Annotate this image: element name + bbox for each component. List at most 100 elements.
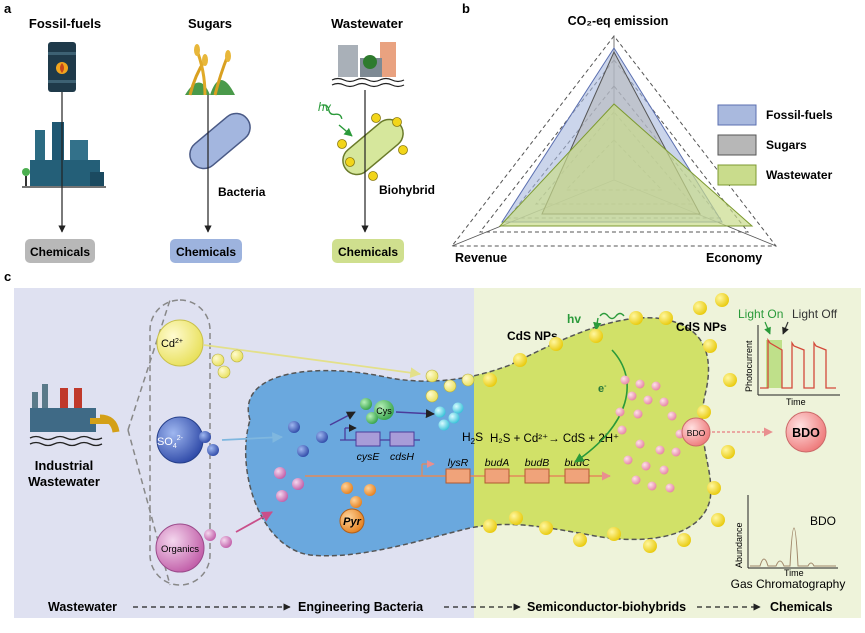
cys-particle-1 — [360, 398, 372, 410]
bdo-inner-bubble — [681, 417, 711, 447]
hv-label: hv — [567, 312, 581, 326]
h2s-label: H2S — [462, 430, 483, 446]
pyr-bubble — [339, 508, 365, 534]
cd-ion-bubble — [156, 319, 204, 367]
gc-peak-label: BDO — [810, 514, 836, 528]
cd-ion-label: Cd2+ — [161, 338, 183, 350]
light-off-label: Light Off — [792, 307, 838, 321]
photocurrent-xlabel: Time — [786, 397, 806, 407]
bdo-product-label: BDO — [792, 426, 820, 440]
organics-particles — [204, 467, 304, 548]
pyr-particle-3 — [350, 496, 362, 508]
flow-step-wastewater: Wastewater — [48, 600, 117, 614]
reaction-text: H₂S + Cd²⁺→ CdS + 2H⁺ — [490, 433, 619, 445]
gc-xlabel: Time — [784, 568, 804, 578]
refinery-icon — [22, 122, 106, 188]
organics-bubble — [155, 523, 205, 573]
sulfate-ion-label: SO42- — [157, 435, 184, 450]
legend-swatch-fossil — [717, 104, 757, 126]
cys-to-h2s-arrow — [395, 409, 435, 419]
gene-cdsH — [389, 431, 415, 447]
cys-particle-2 — [366, 412, 378, 424]
sulfate-particles — [199, 421, 328, 457]
series-wastewater — [498, 103, 754, 227]
h2s-particles — [434, 402, 464, 431]
axis-label-economy: Economy — [706, 251, 762, 265]
electron-arrow — [574, 349, 628, 463]
chemicals-label-fossil: Chemicals — [30, 245, 90, 259]
source-label-fossil: Fossil-fuels — [29, 16, 101, 31]
source-label-sugars: Sugars — [188, 16, 232, 31]
legend-label-fossil: Fossil-fuels — [766, 108, 833, 122]
panel-c: c Industrial Wastewater Cd2+ SO42- Organ… — [4, 269, 861, 618]
gc-ylabel: Abundance — [734, 522, 744, 568]
axis-label-revenue: Revenue — [455, 251, 507, 265]
wastewater-plant-icon — [331, 42, 405, 88]
radar-grid-ring-4 — [478, 59, 750, 233]
bacteria-label: Bacteria — [218, 185, 266, 199]
light-label: hv — [318, 100, 332, 114]
gene-cysE — [355, 431, 381, 447]
legend-swatch-wastewater — [717, 164, 757, 186]
cd-particles — [211, 349, 475, 403]
hv-arrow — [593, 317, 602, 331]
gene-budC — [564, 468, 590, 484]
electron-label: e- — [598, 383, 607, 395]
gc-trace — [750, 527, 836, 567]
hv-wave-icon — [599, 312, 625, 320]
cys-label: Cys — [376, 406, 392, 416]
source-label-line2: Wastewater — [28, 474, 100, 489]
light-on-label: Light On — [738, 307, 783, 321]
flow-step-chemicals: Chemicals — [770, 600, 833, 614]
biohybrid-label: Biohybrid — [379, 183, 435, 197]
chemicals-box-fossil — [25, 239, 95, 263]
oil-barrel-icon — [48, 42, 76, 92]
gene-budA — [484, 468, 510, 484]
pyr-particle-1 — [341, 482, 353, 494]
chemicals-label-sugars: Chemicals — [176, 245, 236, 259]
panel-a: a Fossil-fuels Sugars Wastewater — [4, 1, 435, 263]
cd-uptake-arrow — [203, 344, 422, 379]
sugar-crop-icon — [185, 44, 235, 96]
cds-label-left: CdS NPs — [507, 329, 558, 343]
cds-label-right: CdS NPs — [676, 320, 727, 334]
ion-container — [149, 299, 211, 586]
biohybrid-icon — [337, 113, 408, 181]
bdo-operon — [305, 460, 611, 484]
organics-uptake-arrow — [235, 511, 273, 533]
chemicals-label-wastewater: Chemicals — [338, 245, 398, 259]
sulfur-operon — [340, 424, 420, 447]
gene-label-cdsH: cdsH — [390, 451, 414, 463]
flow-step-bacteria: Engineering Bacteria — [298, 600, 424, 614]
radar-grid-ring-5 — [450, 35, 778, 247]
panel-a-letter: a — [4, 1, 12, 16]
source-label-wastewater: Wastewater — [331, 16, 403, 31]
flow-step-biohybrids: Semiconductor-biohybrids — [527, 600, 686, 614]
bdo-product-bubble — [785, 411, 827, 453]
cys-bubble — [374, 400, 394, 420]
panel-b-letter: b — [462, 1, 470, 16]
light-wave-icon — [322, 104, 343, 120]
gc-caption: Gas Chromatography — [731, 577, 846, 591]
cds-nanoparticles — [483, 293, 737, 553]
gene-label-cysE: cysE — [357, 451, 381, 463]
sulfate-uptake-arrow — [221, 432, 284, 443]
gc-inset — [747, 495, 838, 569]
gene-label-budB: budB — [525, 457, 550, 469]
chemicals-box-wastewater — [332, 239, 404, 263]
sulfate-to-cys-arrow — [329, 411, 356, 426]
legend-swatch-sugars — [717, 134, 757, 156]
photocurrent-inset — [757, 321, 840, 396]
light-arrow — [338, 124, 353, 137]
photocurrent-ylabel: Photocurrent — [744, 340, 754, 392]
legend-label-wastewater: Wastewater — [766, 168, 833, 182]
bdo-inner-label: BDO — [687, 428, 706, 438]
gene-lysR — [445, 468, 471, 484]
pyr-label: Pyr — [343, 516, 361, 528]
axis-label-co2: CO₂-eq emission — [568, 14, 669, 28]
legend-label-sugars: Sugars — [766, 138, 807, 152]
bacteria-icon — [189, 112, 251, 170]
factory-icon — [29, 384, 120, 447]
source-label-line1: Industrial — [35, 458, 94, 473]
